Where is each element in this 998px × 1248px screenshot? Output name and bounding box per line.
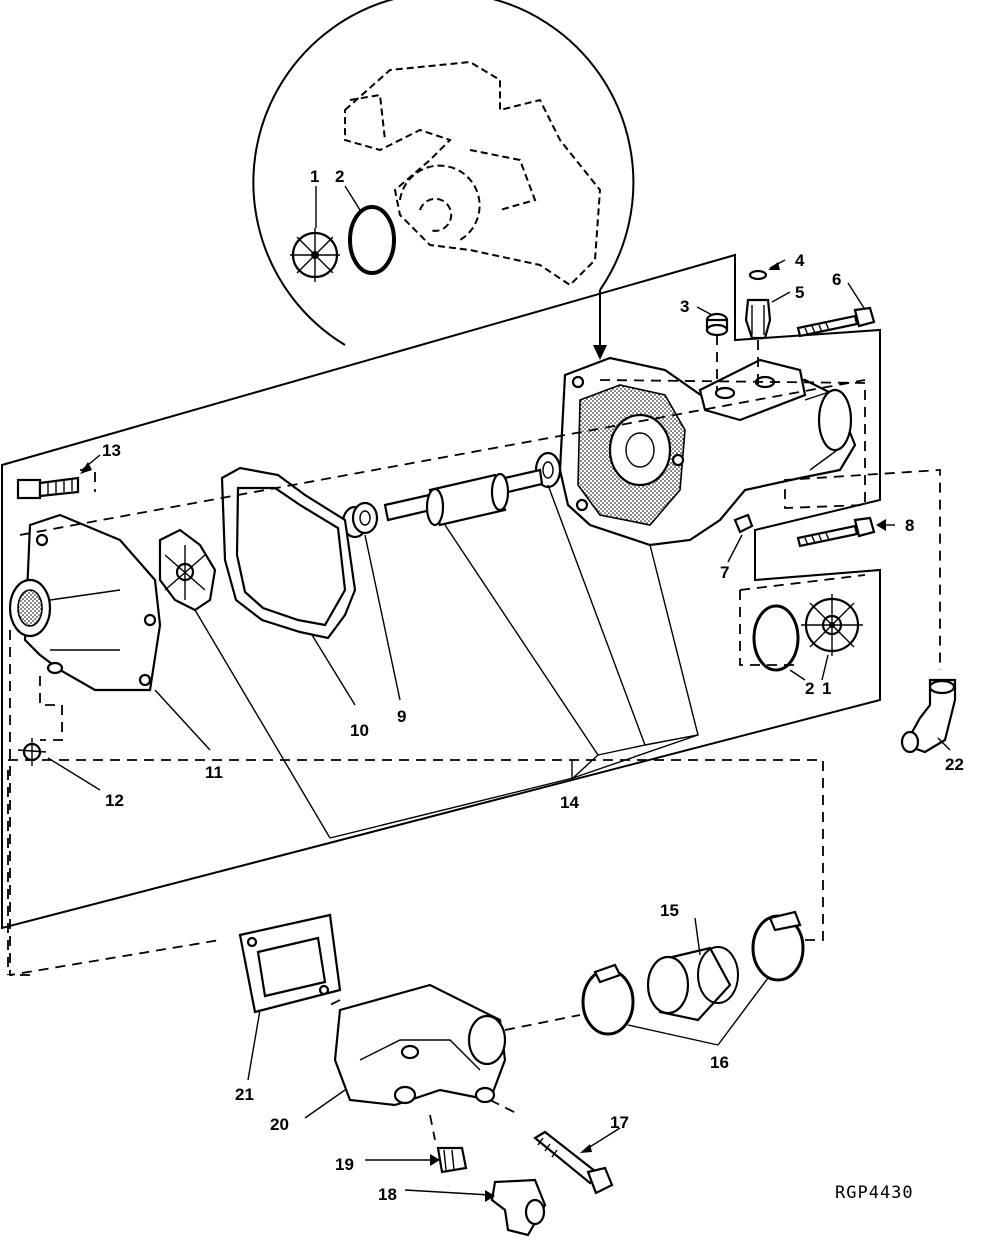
callout-6: 6: [832, 270, 841, 289]
part-20-elbow-housing: [333, 983, 507, 1107]
callout-12: 12: [105, 791, 124, 810]
part-11-cover: [8, 513, 162, 692]
part-3-plug: [705, 312, 729, 337]
part-18-elbow: [490, 1178, 547, 1237]
part-4-washer: [748, 269, 768, 281]
callout-8: 8: [905, 516, 914, 535]
part-13-bolt: [16, 476, 80, 500]
inset-detail: [252, 0, 635, 360]
part-16-clamp-right: [751, 910, 805, 982]
side-o-ring: [752, 604, 800, 672]
callout-2-side: 2: [805, 679, 814, 698]
callout-18: 18: [378, 1185, 397, 1204]
part-impeller: [158, 528, 217, 612]
part-22-elbow: [900, 678, 957, 754]
part-12-drain: [17, 661, 64, 766]
callout-4: 4: [795, 251, 805, 270]
part-6-bolt: [796, 306, 876, 338]
part-21-gasket: [238, 913, 342, 1014]
reference-code: RGP4430: [835, 1183, 914, 1203]
callout-5: 5: [795, 283, 804, 302]
part-shaft-bearing: [383, 468, 544, 527]
callout-16: 16: [710, 1053, 729, 1072]
part-17-bolt: [533, 1130, 614, 1195]
callout-17: 17: [610, 1113, 629, 1132]
part-9-seal: [341, 501, 379, 539]
part-10-gasket: [220, 466, 357, 640]
callout-9: 9: [397, 707, 406, 726]
callout-13: 13: [102, 441, 121, 460]
callout-15: 15: [660, 901, 679, 920]
part-5-fitting: [744, 298, 772, 340]
callout-7: 7: [720, 563, 729, 582]
callout-2-inset: 2: [335, 167, 344, 186]
callout-11: 11: [205, 763, 223, 782]
callout-1-side: 1: [822, 679, 831, 698]
callout-22: 22: [945, 755, 964, 774]
callout-20: 20: [270, 1115, 289, 1134]
callout-3: 3: [680, 297, 689, 316]
part-8-bolt: [796, 516, 876, 548]
inset-o-ring: [348, 205, 396, 275]
callout-14: 14: [560, 793, 579, 812]
callout-19: 19: [335, 1155, 354, 1174]
callout-10: 10: [350, 721, 369, 740]
inset-gear: [290, 228, 340, 282]
side-gear: [801, 594, 863, 656]
part-7-nut: [733, 513, 754, 534]
callout-1-inset: 1: [310, 167, 319, 186]
callout-21: 21: [235, 1085, 254, 1104]
part-19-plug: [436, 1146, 468, 1174]
pump-housing: [558, 356, 857, 547]
part-16-clamp-left: [581, 963, 635, 1036]
assembly-plane-outline: [0, 253, 881, 930]
part-15-hose: [646, 946, 739, 1022]
